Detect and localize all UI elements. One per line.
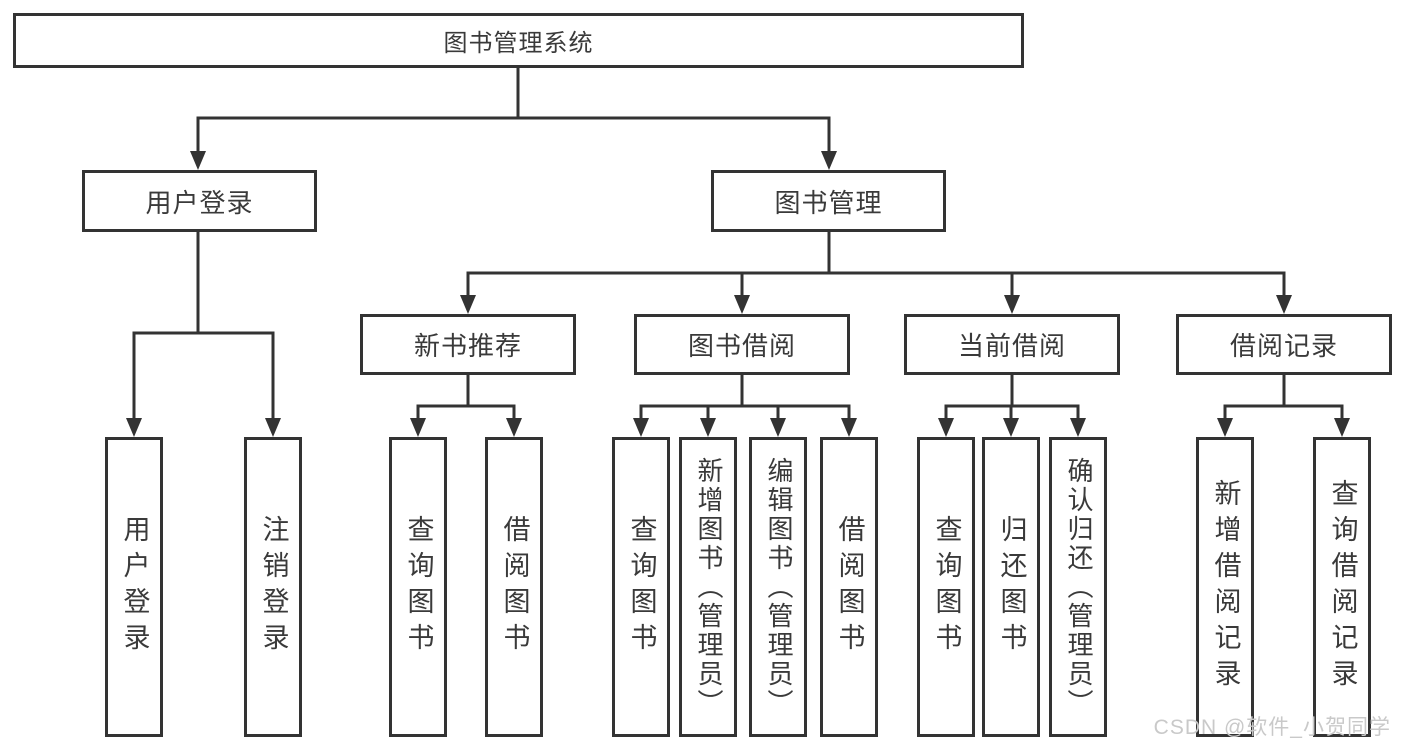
leaf-label: 查询借阅记录 <box>1327 479 1358 695</box>
connector-borrow-to-leaves <box>639 375 851 432</box>
leaf-label: 确认归还（管理员） <box>1063 456 1094 718</box>
node-root-system: 图书管理系统 <box>13 13 1024 68</box>
node-new-book-recommend: 新书推荐 <box>360 314 576 375</box>
node-leaf-user-login: 用户登录 <box>105 437 163 737</box>
leaf-label: 编辑图书（管理员） <box>763 456 794 718</box>
node-leaf-add-borrow-record: 新增借阅记录 <box>1196 437 1254 737</box>
node-leaf-borrow-book-2: 借阅图书 <box>820 437 878 737</box>
leaf-label: 借阅图书 <box>499 515 530 659</box>
node-leaf-edit-book-admin: 编辑图书（管理员） <box>749 437 807 737</box>
node-leaf-confirm-return-admin: 确认归还（管理员） <box>1049 437 1107 737</box>
node-book-borrow: 图书借阅 <box>634 314 850 375</box>
node-leaf-query-book-3: 查询图书 <box>917 437 975 737</box>
leaf-label: 归还图书 <box>996 515 1027 659</box>
leaf-label: 用户登录 <box>119 515 150 659</box>
connector-record-to-leaves <box>1223 375 1344 432</box>
node-leaf-add-book-admin: 新增图书（管理员） <box>679 437 737 737</box>
node-leaf-query-book-2: 查询图书 <box>612 437 670 737</box>
csdn-watermark: CSDN @软件_小贺同学 <box>1153 716 1391 739</box>
node-leaf-query-book-1: 查询图书 <box>389 437 447 737</box>
node-borrow-record: 借阅记录 <box>1176 314 1392 375</box>
connector-userlogin-to-leaves <box>132 232 275 432</box>
arrowheads <box>126 151 1350 437</box>
node-leaf-query-borrow-record: 查询借阅记录 <box>1313 437 1371 737</box>
node-leaf-return-book: 归还图书 <box>982 437 1040 737</box>
connector-root-to-level2 <box>196 68 831 165</box>
connector-bookmgmt-to-level3 <box>466 232 1286 309</box>
connector-newbook-to-leaves <box>416 375 516 432</box>
node-current-borrow: 当前借阅 <box>904 314 1120 375</box>
leaf-label: 注销登录 <box>258 515 289 659</box>
leaf-label: 查询图书 <box>931 515 962 659</box>
leaf-label: 新增图书（管理员） <box>693 456 724 718</box>
leaf-label: 借阅图书 <box>834 515 865 659</box>
leaf-label: 新增借阅记录 <box>1210 479 1241 695</box>
node-leaf-borrow-book-1: 借阅图书 <box>485 437 543 737</box>
node-user-login: 用户登录 <box>82 170 317 232</box>
node-book-management: 图书管理 <box>711 170 946 232</box>
leaf-label: 查询图书 <box>403 515 434 659</box>
leaf-label: 查询图书 <box>626 515 657 659</box>
node-leaf-logout: 注销登录 <box>244 437 302 737</box>
